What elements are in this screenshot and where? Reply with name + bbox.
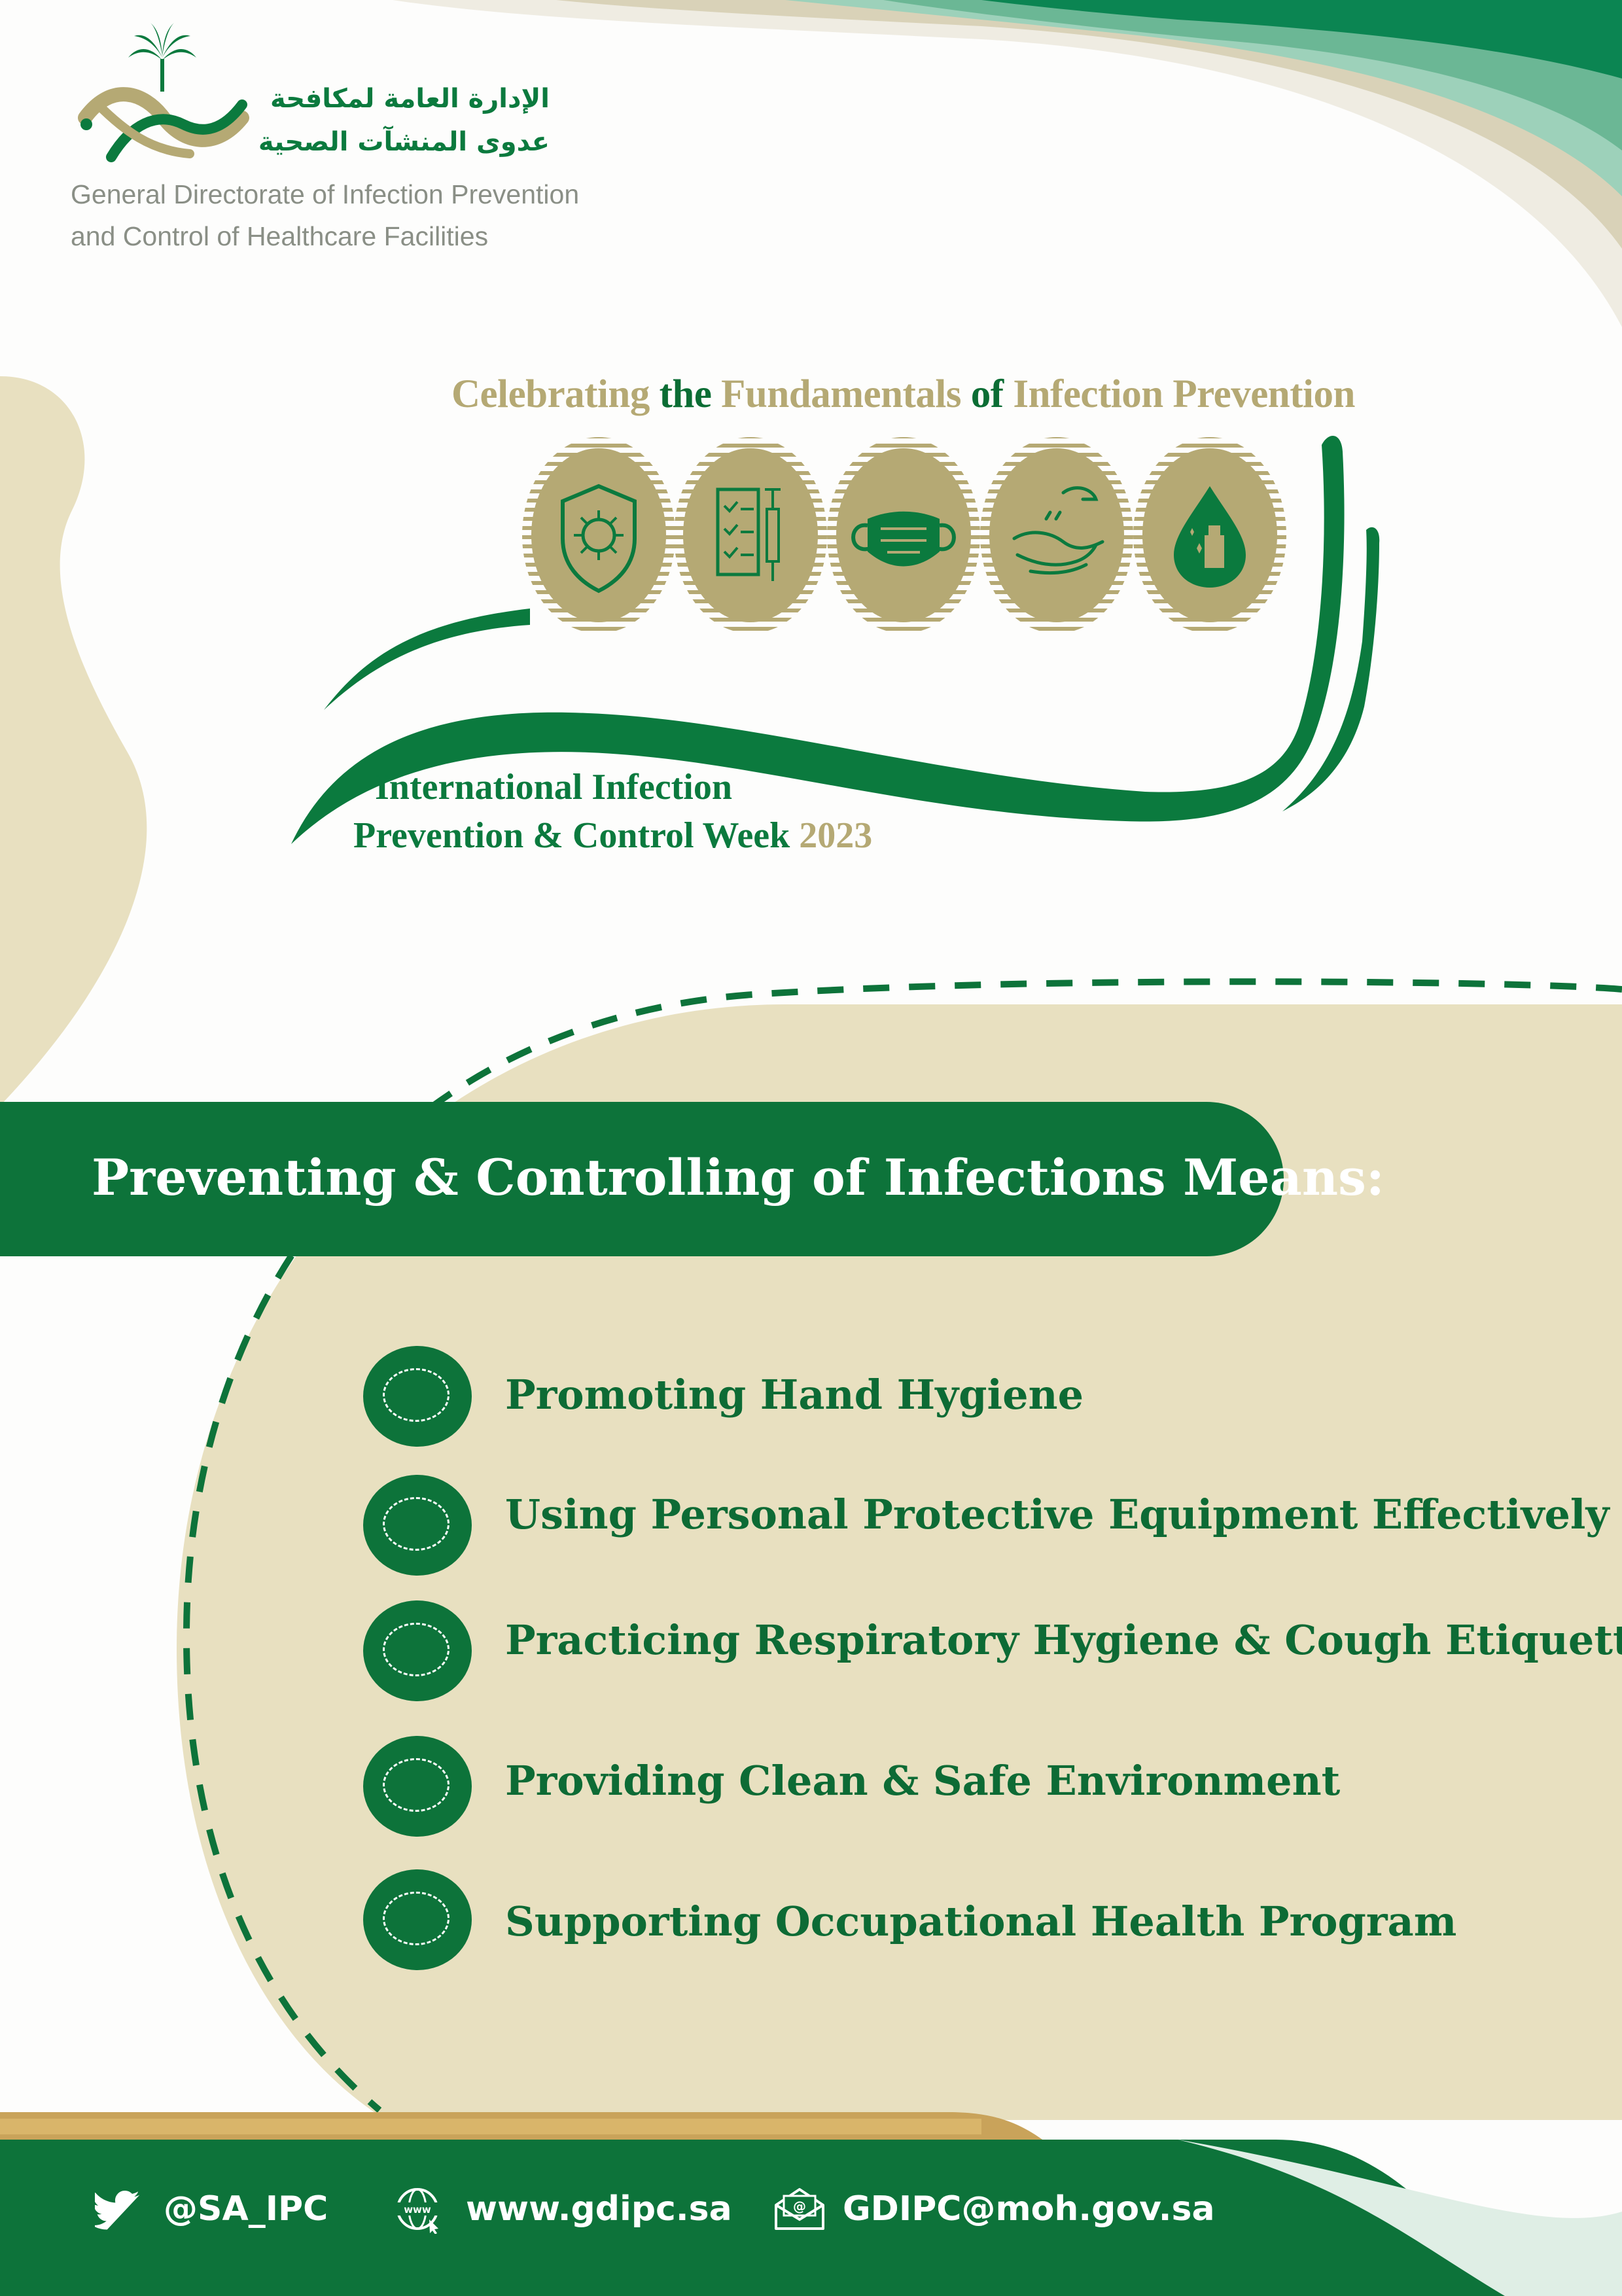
face-mask-icon [827, 437, 980, 633]
bullet-icon [363, 1600, 472, 1701]
email-icon[interactable]: @ [772, 2185, 827, 2231]
disinfectant-spray-icon [1133, 437, 1286, 633]
means-item: Supporting Occupational Health Program [505, 1898, 1457, 1945]
week-title: International Infection Prevention & Con… [353, 767, 873, 856]
campaign-title: Celebrating the Fundamentals of Infectio… [451, 372, 1355, 416]
org-name-arabic: الإدارة العامة لمكافحة عدوى المنشآت الصح… [258, 84, 550, 157]
twitter-handle[interactable]: @SA_IPC [164, 2189, 328, 2229]
shield-virus-icon [522, 437, 675, 633]
means-banner [0, 1102, 1284, 1256]
twitter-icon[interactable] [95, 2191, 142, 2230]
web-icon[interactable]: www [393, 2185, 445, 2234]
checklist-syringe-icon [674, 437, 827, 633]
website-link[interactable]: www.gdipc.sa [466, 2189, 732, 2229]
svg-text:@: @ [793, 2199, 806, 2214]
means-heading: Preventing & Controlling of Infections M… [92, 1148, 1384, 1207]
fundamentals-icons [522, 437, 1286, 633]
hand-washing-icon [980, 437, 1133, 633]
org-name-english: General Directorate of Infection Prevent… [71, 179, 580, 251]
bullet-icon [363, 1346, 472, 1447]
bullet-icon [363, 1869, 472, 1970]
email-address[interactable]: GDIPC@moh.gov.sa [843, 2189, 1215, 2229]
svg-text:www: www [404, 2204, 431, 2216]
moh-logo-icon [78, 23, 249, 162]
means-item: Using Personal Protective Equipment Effe… [505, 1491, 1610, 1538]
means-item: Practicing Respiratory Hygiene & Cough E… [505, 1616, 1622, 1664]
means-item: Providing Clean & Safe Environment [505, 1757, 1341, 1805]
means-item: Promoting Hand Hygiene [505, 1371, 1084, 1419]
bullet-icon [363, 1736, 472, 1837]
bullet-icon [363, 1475, 472, 1576]
